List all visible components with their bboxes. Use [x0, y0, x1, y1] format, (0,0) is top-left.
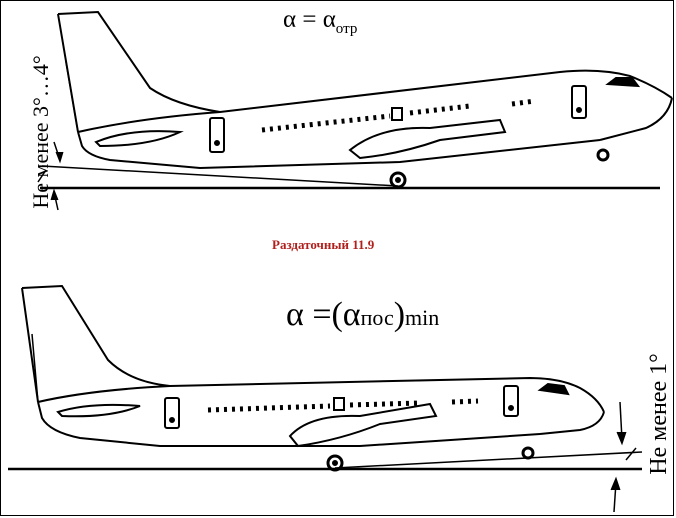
landing-emergency-exit: [333, 397, 345, 411]
takeoff-emergency-exit: [391, 107, 403, 121]
takeoff-fuselage-top: [77, 69, 673, 133]
landing-fuselage-bottom: [37, 401, 541, 447]
landing-window-row: [207, 398, 479, 413]
takeoff-rear-door: [209, 117, 225, 153]
takeoff-main-gear: [389, 171, 407, 189]
takeoff-formula-main: α = α: [283, 6, 336, 33]
handout-title: Раздаточный 11.9: [272, 237, 375, 252]
takeoff-angle-label: Не менее 3°…4°: [28, 55, 53, 209]
landing-rudder-line: [31, 333, 39, 403]
takeoff-front-door: [571, 85, 587, 119]
landing-front-door-handle: [508, 405, 514, 411]
landing-rear-door: [164, 397, 180, 429]
landing-nose-gear: [521, 446, 535, 460]
landing-tail-leading-edge: [21, 287, 39, 403]
landing-clearance-line: [334, 451, 643, 469]
landing-main-gear-hub: [332, 460, 338, 466]
landing-angle-arrowhead-top: [616, 431, 627, 446]
takeoff-formula-subscript: отр: [335, 21, 358, 37]
landing-rear-door-handle: [169, 417, 175, 423]
landing-formula-min: min: [405, 305, 440, 330]
takeoff-formula: α = αотр: [283, 6, 357, 38]
takeoff-window-row: [261, 98, 536, 133]
takeoff-stabilizer: [94, 130, 184, 148]
takeoff-main-gear-hub: [395, 177, 401, 183]
landing-angle-tick: [625, 447, 637, 461]
takeoff-nose-gear: [596, 148, 610, 162]
landing-stabilizer: [56, 403, 141, 418]
takeoff-airplane: [37, 10, 673, 211]
landing-formula-close: ): [393, 296, 406, 333]
landing-nose: [539, 411, 605, 435]
landing-airplane: [8, 284, 643, 513]
takeoff-front-door-handle: [576, 107, 582, 113]
takeoff-wing-engine: [348, 118, 507, 160]
takeoff-fuselage-bottom: [77, 131, 601, 170]
takeoff-nose: [599, 97, 673, 141]
takeoff-rudder-line: [65, 61, 79, 133]
landing-cockpit-window: [537, 382, 570, 396]
landing-fuselage-top: [37, 376, 605, 413]
landing-formula: α =(αпос)min: [286, 296, 439, 334]
takeoff-cockpit-window: [605, 77, 641, 88]
takeoff-angle-tick: [37, 169, 47, 183]
takeoff-rear-door-handle: [214, 140, 220, 146]
landing-formula-subscript: пос: [360, 305, 394, 330]
landing-main-gear: [326, 454, 344, 472]
landing-front-door: [503, 385, 519, 417]
takeoff-angle-arrowhead-top: [55, 151, 64, 164]
takeoff-tail-fin: [57, 10, 221, 113]
landing-angle-arrowhead-bottom: [610, 476, 621, 491]
landing-wing-engine: [288, 402, 438, 448]
landing-angle-label: Не менее 1°: [646, 353, 672, 475]
takeoff-angle-arrowhead-bottom: [50, 188, 59, 201]
landing-tail-fin: [21, 284, 171, 387]
takeoff-tail-clearance-line: [41, 165, 399, 187]
landing-formula-main: α =(α: [286, 296, 361, 333]
